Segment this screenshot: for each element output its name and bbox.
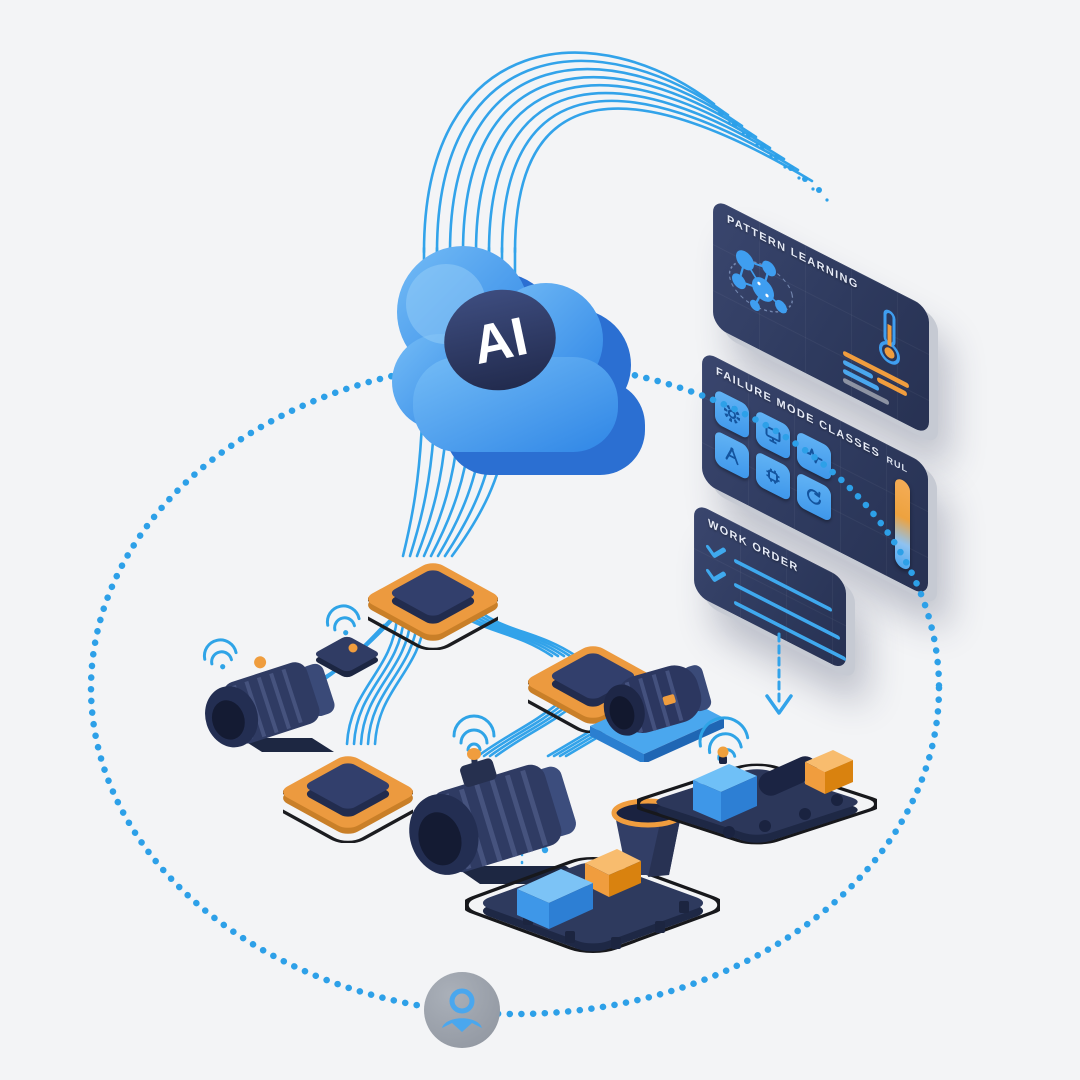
check-icon — [706, 544, 726, 558]
rul-gauge-bar — [895, 476, 910, 572]
beacon-light — [717, 746, 729, 758]
motor-small — [202, 638, 335, 752]
thermometer-icon — [879, 309, 900, 365]
failure-mode-tile-grid — [715, 388, 831, 523]
wifi-icon — [452, 714, 496, 752]
rul-gauge-label: RUL — [886, 454, 909, 475]
person-badge — [424, 972, 500, 1048]
person-icon — [442, 988, 482, 1032]
check-icon — [706, 568, 726, 582]
wifi-icon — [202, 638, 238, 670]
panel-pattern-learning: PATTERN LEARNING — [713, 198, 929, 437]
conveyor — [637, 716, 877, 845]
network-icon — [728, 250, 794, 314]
ai-cloud: AI — [392, 246, 645, 475]
